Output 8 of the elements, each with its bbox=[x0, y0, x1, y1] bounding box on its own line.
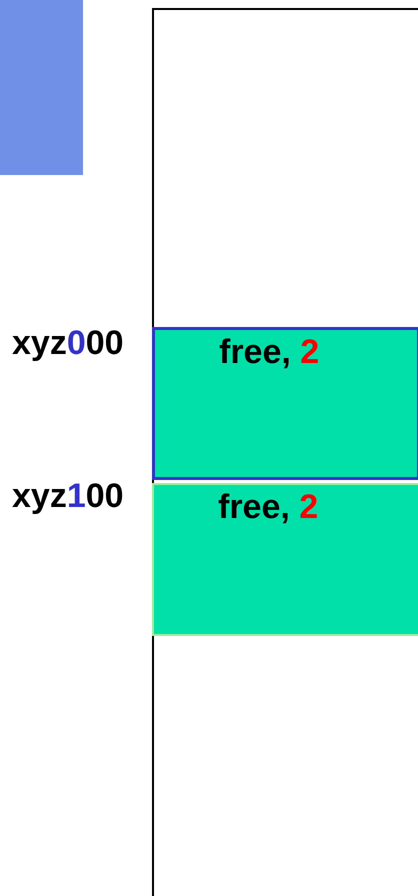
block-label: free, 2 bbox=[219, 332, 320, 372]
address-label: xyz100 bbox=[12, 476, 124, 516]
memory-block bbox=[152, 327, 418, 480]
marker-block bbox=[0, 0, 83, 175]
memory-block bbox=[152, 483, 418, 636]
block-label: free, 2 bbox=[218, 487, 318, 527]
memory-column bbox=[152, 8, 418, 896]
address-label: xyz000 bbox=[12, 323, 124, 363]
